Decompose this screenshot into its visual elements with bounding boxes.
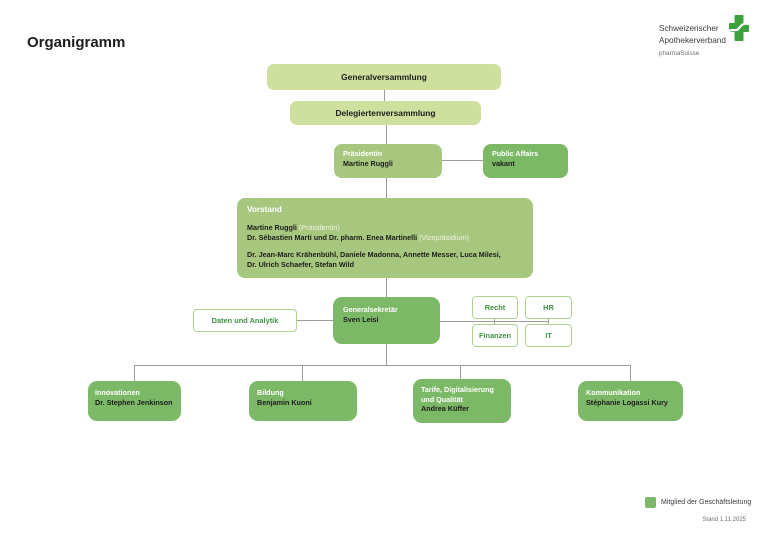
connector-stub-kommunikation	[630, 365, 631, 381]
connector-stub-innovationen	[134, 365, 135, 381]
bildung-name: Benjamin Kuoni	[257, 398, 312, 408]
innovationen-title: Innovationen	[95, 388, 140, 397]
vorstand-member2: Dr. Sébastien Marti und Dr. pharm. Enea …	[247, 233, 523, 243]
connector-stub-bildung	[302, 365, 303, 381]
box-recht: Recht	[472, 296, 518, 319]
box-generalsekretaer: Generalsekretär Sven Leisi	[333, 297, 440, 344]
box-it: IT	[525, 324, 572, 347]
stand-date: Stand 1.11.2025	[702, 517, 746, 523]
vorstand-member2-role: (Vizepräsidium)	[417, 233, 469, 243]
box-vorstand: Vorstand Martine Ruggli (Präsidentin) Dr…	[237, 198, 533, 278]
box-praesidentin: Präsidentin Martine Ruggli	[334, 144, 442, 178]
logo-text: Schweizerischer Apothekerverband pharmaS…	[659, 23, 726, 58]
vorstand-member1-role: (Präsidentin)	[296, 222, 340, 232]
legend-swatch	[645, 497, 656, 508]
praesidentin-title: Präsidentin	[343, 149, 383, 158]
tarife-name: Andrea Küffer	[421, 404, 469, 414]
page-title: Organigramm	[27, 34, 126, 51]
vorstand-title: Vorstand	[247, 205, 282, 214]
box-innovationen: Innovationen Dr. Stephen Jenkinson	[88, 381, 181, 421]
innovationen-name: Dr. Stephen Jenkinson	[95, 398, 173, 408]
box-finanzen: Finanzen	[472, 324, 518, 347]
pharmasuisse-cross-icon	[729, 15, 749, 41]
connector-vorstand-generalsekretaer	[386, 278, 387, 297]
legend-label: Mitglied der Geschäftsleitung	[661, 499, 752, 506]
connector-praesidentin-publicaffairs	[442, 160, 483, 161]
recht-label: Recht	[484, 303, 506, 312]
vorstand-members-line3: Dr. Jean-Marc Krähenbühl, Daniele Madonn…	[247, 249, 501, 259]
tarife-title-line1: Tarife, Digitalisierung	[421, 385, 494, 394]
box-public-affairs: Public Affairs vakant	[483, 144, 568, 178]
logo-brand: pharmaSuisse	[659, 49, 700, 57]
connector-praesidentin-vorstand	[386, 178, 387, 198]
box-hr: HR	[525, 296, 572, 319]
vorstand-members-line4: Dr. Ulrich Schaefer, Stefan Wild	[247, 260, 354, 270]
connector-hr-it	[548, 319, 549, 324]
logo-line1: Schweizerischer	[659, 24, 719, 33]
connector-stub-tarife	[460, 365, 461, 379]
it-label: IT	[545, 331, 552, 340]
legend: Mitglied der Geschäftsleitung	[645, 497, 751, 508]
finanzen-label: Finanzen	[478, 331, 512, 340]
vorstand-member2-name: Dr. Sébastien Marti und Dr. pharm. Enea …	[247, 233, 418, 243]
delegiertenversammlung-label: Delegiertenversammlung	[335, 108, 436, 118]
box-generalversammlung: Generalversammlung	[267, 64, 501, 90]
connector-gv-dv	[384, 90, 385, 102]
connector-generalsekretaer-down	[386, 344, 387, 365]
kommunikation-name: Stéphanie Logassi Kury	[586, 398, 668, 408]
generalsekretaer-title: Generalsekretär	[343, 305, 398, 314]
box-daten-und-analytik: Daten und Analytik	[193, 309, 297, 332]
connector-recht-finanzen	[494, 319, 495, 324]
kommunikation-title: Kommunikation	[586, 388, 641, 397]
generalversammlung-label: Generalversammlung	[341, 72, 427, 82]
generalsekretaer-name: Sven Leisi	[343, 315, 379, 325]
daten-und-analytik-label: Daten und Analytik	[211, 316, 279, 325]
hr-label: HR	[543, 303, 554, 312]
connector-daten-generalsekretaer	[297, 320, 333, 321]
logo-line2: Apothekerverband	[659, 35, 726, 45]
box-delegiertenversammlung: Delegiertenversammlung	[290, 101, 481, 125]
tarife-title-line2: und Qualität	[421, 394, 463, 404]
connector-dv-praesidentin	[386, 125, 387, 144]
box-tarife: Tarife, Digitalisierung und Qualität And…	[413, 379, 511, 423]
praesidentin-name: Martine Ruggli	[343, 159, 393, 169]
connector-bottom-bus	[134, 365, 631, 366]
public-affairs-title: Public Affairs	[492, 149, 539, 158]
vorstand-member1-name: Martine Ruggli	[247, 222, 297, 232]
box-kommunikation: Kommunikation Stéphanie Logassi Kury	[578, 381, 683, 421]
bildung-title: Bildung	[257, 388, 284, 397]
vorstand-member1: Martine Ruggli (Präsidentin)	[247, 223, 523, 233]
box-bildung: Bildung Benjamin Kuoni	[249, 381, 357, 421]
public-affairs-name: vakant	[492, 159, 515, 169]
